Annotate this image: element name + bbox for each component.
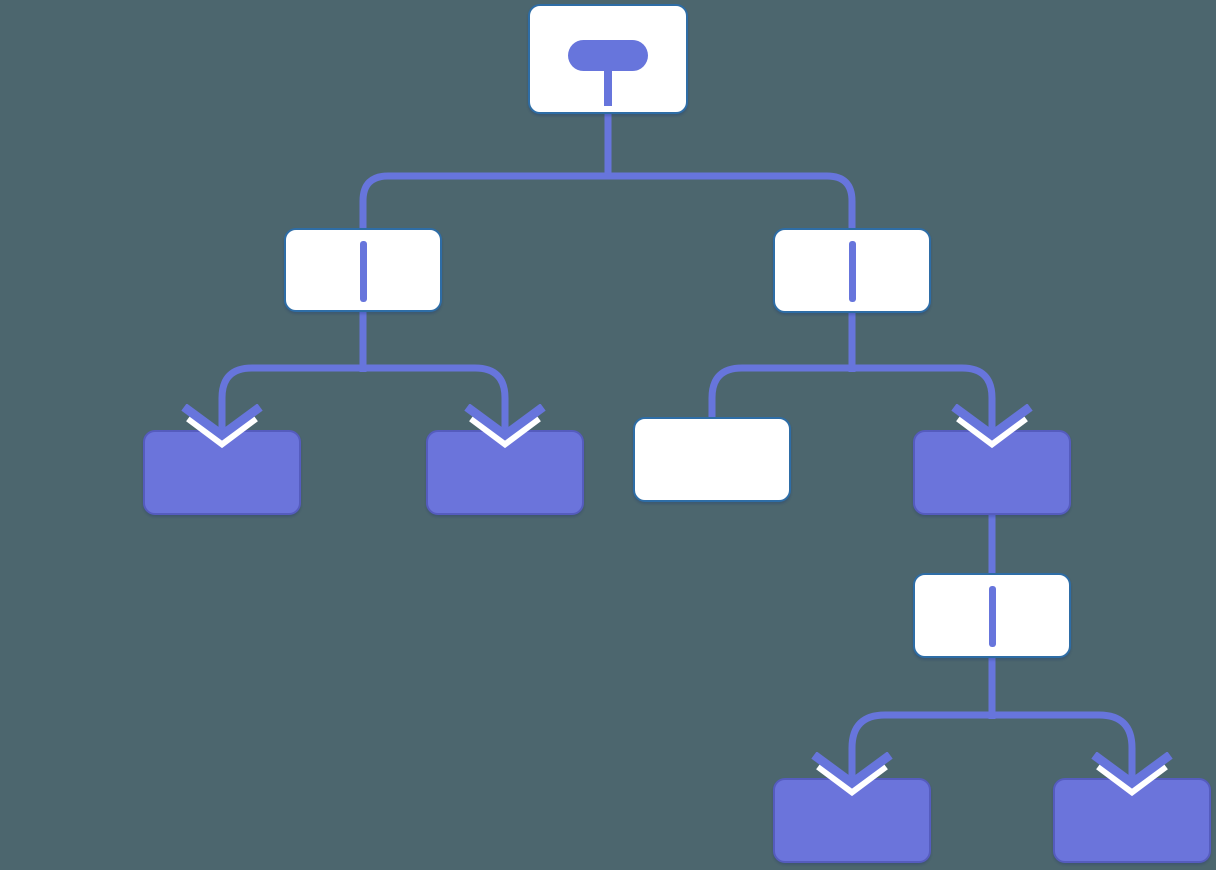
double-chevron-down-icon bbox=[464, 404, 546, 449]
vertical-bar-icon bbox=[848, 241, 856, 302]
double-chevron-down-icon bbox=[1091, 752, 1173, 797]
double-chevron-down-icon bbox=[811, 752, 893, 797]
node-branch-left[interactable] bbox=[284, 228, 442, 312]
vertical-bar-icon bbox=[988, 586, 996, 647]
edge-branch-right-to-children bbox=[708, 364, 996, 434]
node-branch-right[interactable] bbox=[773, 228, 931, 313]
node-root[interactable] bbox=[528, 4, 688, 114]
edge-branch-left-to-leaves bbox=[218, 364, 509, 434]
pill-stem-icon bbox=[568, 40, 648, 106]
double-chevron-down-icon bbox=[181, 404, 263, 449]
node-child-right-white[interactable] bbox=[633, 417, 791, 502]
node-branch-bottom[interactable] bbox=[913, 573, 1071, 658]
vertical-bar-icon bbox=[359, 241, 367, 302]
double-chevron-down-icon bbox=[951, 404, 1033, 449]
edge-branch-bottom-to-leaves bbox=[848, 711, 1136, 782]
edge-root-to-branches bbox=[359, 172, 856, 230]
